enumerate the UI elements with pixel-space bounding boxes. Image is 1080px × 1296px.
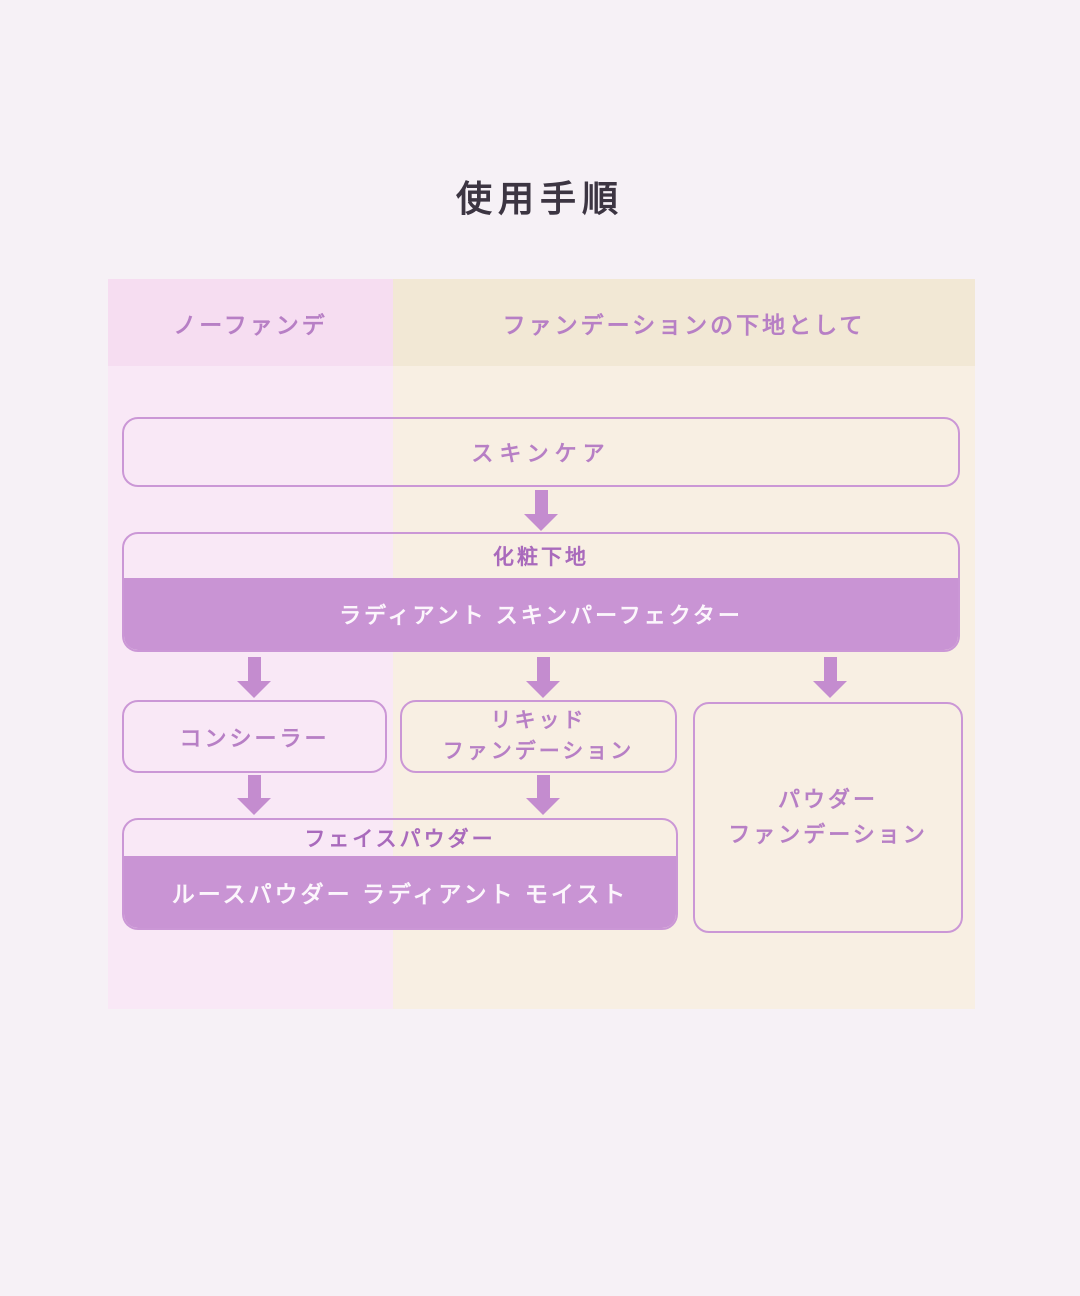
node-liquid-foundation: リキッド ファンデーション [400,700,677,773]
arrow-down-icon [813,657,847,698]
usage-flow-diagram: ノーファンデ ファンデーションの下地として スキンケア 化粧下地 ラディアント … [108,279,975,1009]
node-makeup-base: 化粧下地 ラディアント スキンパーフェクター [122,532,960,652]
node-powder-foundation-line2: ファンデーション [728,821,928,847]
node-liquid-foundation-line2: ファンデーション [442,739,635,763]
node-concealer-label: コンシーラー [179,725,330,751]
node-face-powder-category: フェイスパウダー [304,827,496,851]
arrow-down-icon [237,775,271,815]
node-makeup-base-product: ラディアント スキンパーフェクター [124,578,958,650]
node-face-powder-product: ルースパウダー ラディアント モイスト [124,855,676,928]
node-concealer: コンシーラー [122,700,387,773]
node-skincare: スキンケア [122,417,960,487]
node-skincare-label: スキンケア [471,441,611,466]
column-header-no-foundation: ノーファンデ [173,311,328,338]
arrow-down-icon [237,657,271,698]
node-powder-foundation-line1: パウダー [777,787,878,813]
arrow-down-icon [524,490,558,531]
node-powder-foundation: パウダー ファンデーション [693,702,963,933]
node-makeup-base-category: 化粧下地 [493,546,589,570]
column-header-as-foundation-base: ファンデーションの下地として [502,311,866,338]
arrow-down-icon [526,657,560,698]
page-title: 使用手順 [455,178,624,219]
arrow-down-icon [526,775,560,815]
node-liquid-foundation-line1: リキッド [490,709,587,733]
right-column-header-background [393,279,975,366]
node-face-powder: フェイスパウダー ルースパウダー ラディアント モイスト [122,818,678,930]
left-column-header-background [108,279,393,366]
